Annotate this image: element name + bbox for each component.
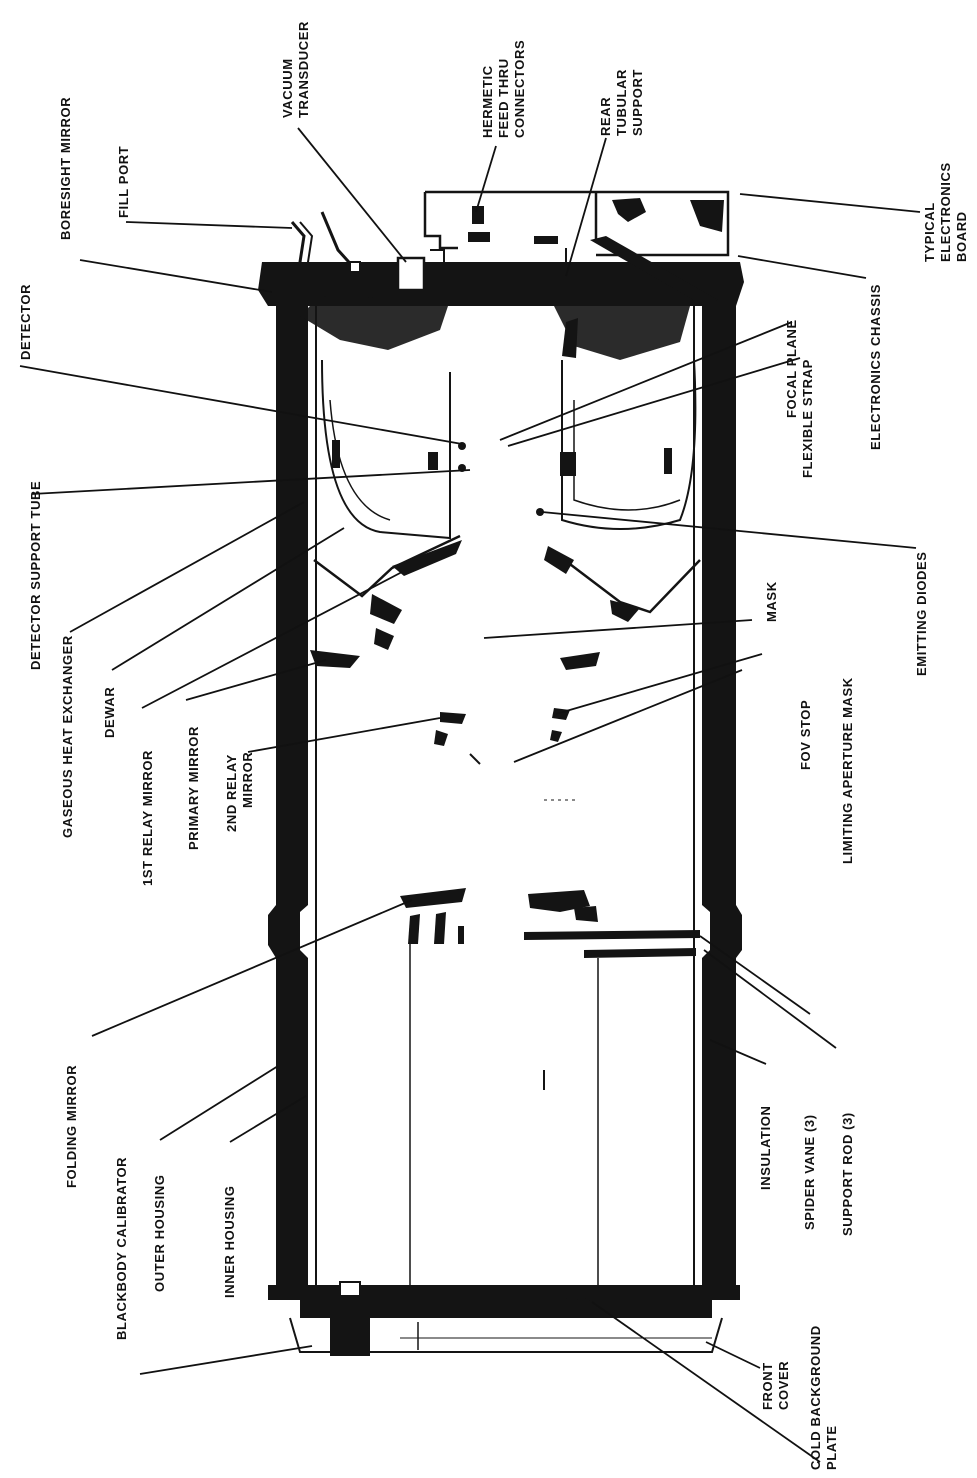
leader-gaseous-heat-exchanger bbox=[69, 501, 305, 633]
mirror-assembly bbox=[310, 594, 640, 801]
folding-mirror-assembly bbox=[400, 888, 700, 1300]
label-1st-relay-mirror: 1ST RELAY MIRROR bbox=[140, 750, 155, 886]
label-cold-background-2: PLATE bbox=[824, 1425, 839, 1470]
label-typical-board-1: TYPICAL bbox=[922, 202, 937, 262]
label-folding-mirror: FOLDING MIRROR bbox=[64, 1065, 79, 1188]
label-focal-plane: FOCAL PLANE bbox=[784, 319, 799, 418]
label-rear-support-2: TUBULAR bbox=[614, 69, 629, 136]
leader-focal-plane bbox=[499, 321, 793, 441]
label-fov-stop: FOV STOP bbox=[798, 700, 813, 770]
leader-detector-support-tube bbox=[31, 469, 471, 495]
label-inner-housing: INNER HOUSING bbox=[222, 1185, 237, 1298]
leader-inner-housing bbox=[229, 1095, 307, 1143]
labels: BORESIGHT MIRROR FILL PORT VACUUM TRANSD… bbox=[18, 21, 969, 1470]
label-2nd-relay-mirror-2: MIRROR bbox=[240, 752, 255, 808]
label-gaseous-heat-exchanger: GASEOUS HEAT EXCHANGER bbox=[60, 635, 75, 838]
instrument-housing bbox=[258, 262, 744, 1356]
leader-outer-housing bbox=[159, 1065, 279, 1141]
leader-insulation bbox=[709, 1039, 767, 1065]
label-hermetic-2: FEED THRU bbox=[496, 58, 511, 138]
label-fill-port: FILL PORT bbox=[116, 146, 131, 218]
label-spider-vane: SPIDER VANE (3) bbox=[802, 1114, 817, 1230]
label-hermetic-1: HERMETIC bbox=[480, 65, 495, 138]
label-front-cover-2: COVER bbox=[776, 1361, 791, 1410]
leader-2nd-relay-mirror bbox=[247, 717, 441, 753]
leader-vacuum-transducer bbox=[297, 127, 407, 263]
label-vacuum-transducer-1: VACUUM bbox=[280, 58, 295, 118]
label-emitting-diodes: EMITTING DIODES bbox=[914, 551, 929, 676]
label-vacuum-transducer-2: TRANSDUCER bbox=[296, 21, 311, 118]
leader-detector bbox=[19, 365, 463, 445]
label-flexible-strap: FLEXIBLE STRAP bbox=[800, 359, 815, 478]
leader-dewar bbox=[111, 527, 345, 671]
leader-folding-mirror bbox=[91, 899, 413, 1037]
label-typical-board-2: ELECTRONICS bbox=[938, 162, 953, 262]
leader-limiting-aperture-mask bbox=[555, 653, 763, 715]
label-mask: MASK bbox=[764, 581, 779, 622]
label-rear-support-3: SUPPORT bbox=[630, 69, 645, 136]
leader-blackbody-calibrator bbox=[139, 1345, 313, 1375]
leader-typical-board bbox=[739, 193, 921, 213]
leader-spider-vane bbox=[699, 935, 811, 1015]
leader-fill-port bbox=[125, 221, 293, 229]
label-detector: DETECTOR bbox=[18, 284, 33, 360]
leader-lines bbox=[19, 127, 921, 1463]
label-2nd-relay-mirror-1: 2ND RELAY bbox=[224, 754, 239, 832]
label-blackbody-calibrator: BLACKBODY CALIBRATOR bbox=[114, 1157, 129, 1340]
leader-fov-stop bbox=[513, 669, 743, 763]
label-limiting-aperture-mask: LIMITING APERTURE MASK bbox=[840, 677, 855, 864]
label-detector-support-tube: DETECTOR SUPPORT TUBE bbox=[28, 481, 43, 670]
leader-support-rod bbox=[703, 949, 837, 1049]
leader-mask bbox=[483, 619, 753, 639]
label-outer-housing: OUTER HOUSING bbox=[152, 1174, 167, 1292]
dewar-assembly bbox=[296, 359, 701, 614]
leader-1st-relay-mirror bbox=[141, 571, 403, 709]
label-typical-board-3: BOARD bbox=[954, 211, 969, 262]
label-insulation: INSULATION bbox=[758, 1106, 773, 1190]
leader-emitting-diodes bbox=[541, 511, 917, 549]
leader-rear-tubular-support bbox=[565, 137, 607, 277]
leader-hermetic-connectors bbox=[475, 145, 497, 213]
label-rear-support-1: REAR bbox=[598, 97, 613, 136]
leader-electronics-chassis bbox=[737, 255, 867, 279]
leader-cold-background-plate bbox=[591, 1301, 821, 1463]
leader-flexible-strap bbox=[507, 357, 801, 447]
label-front-cover-1: FRONT bbox=[760, 1362, 775, 1410]
label-cold-background-1: COLD BACKGROUND bbox=[808, 1325, 823, 1470]
leader-boresight-mirror bbox=[79, 259, 273, 293]
label-electronics-chassis: ELECTRONICS CHASSIS bbox=[868, 284, 883, 450]
leader-front-cover bbox=[705, 1341, 761, 1369]
label-hermetic-3: CONNECTORS bbox=[512, 40, 527, 138]
label-primary-mirror: PRIMARY MIRROR bbox=[186, 726, 201, 850]
label-boresight-mirror: BORESIGHT MIRROR bbox=[58, 97, 73, 240]
label-support-rod: SUPPORT ROD (3) bbox=[840, 1112, 855, 1236]
rear-plate-details bbox=[290, 211, 690, 360]
label-dewar: DEWAR bbox=[102, 687, 117, 738]
leader-primary-mirror bbox=[185, 659, 327, 701]
